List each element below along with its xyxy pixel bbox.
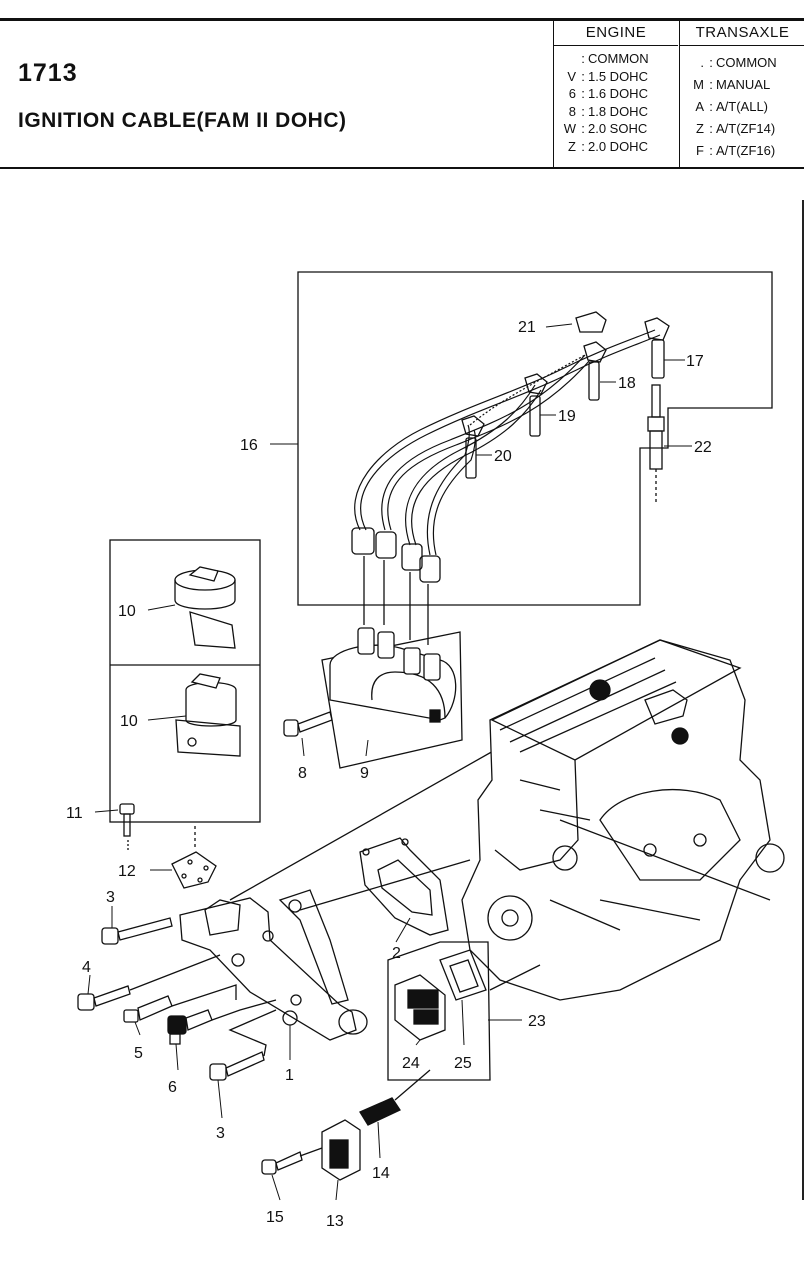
callout-14: 14 <box>372 1165 390 1182</box>
transaxle-legend: TRANSAXLE .:COMMON M:MANUAL A:A/T(ALL) Z… <box>679 21 804 167</box>
callout-6: 6 <box>168 1079 177 1096</box>
ignition-coil-9 <box>329 627 457 723</box>
callout-24: 24 <box>402 1055 420 1072</box>
transaxle-legend-heading: TRANSAXLE <box>680 21 804 46</box>
housing-bracket <box>278 889 349 1005</box>
coil-leader-lines <box>363 556 429 645</box>
cable-clip-21 <box>575 311 607 333</box>
bolt-11 <box>119 803 135 837</box>
spark-plug-22 <box>647 384 665 505</box>
callout-22: 22 <box>694 439 712 456</box>
temp-sensor-5 <box>123 995 173 1023</box>
callout-5: 5 <box>134 1045 143 1062</box>
callout-4: 4 <box>82 959 91 976</box>
plug-boot-18 <box>583 341 607 401</box>
page-title: IGNITION CABLE(FAM II DOHC) <box>18 109 347 132</box>
callout-10-lower: 10 <box>120 713 138 730</box>
engine-legend-heading: ENGINE <box>554 21 678 46</box>
callout-1: 1 <box>285 1067 294 1084</box>
transaxle-legend-row: M:MANUAL <box>693 77 771 92</box>
coil-outline <box>321 631 463 769</box>
transaxle-legend-row: Z:A/T(ZF14) <box>696 121 776 136</box>
callout-25: 25 <box>454 1055 472 1072</box>
callout-11: 11 <box>66 805 83 822</box>
ignition-cable-set <box>354 329 661 556</box>
transaxle-legend-row: F:A/T(ZF16) <box>696 143 776 158</box>
callout-20: 20 <box>494 448 512 465</box>
engine-legend-row: :COMMON <box>581 51 649 66</box>
callout-3-upper: 3 <box>106 889 115 906</box>
callout-16: 16 <box>240 437 258 454</box>
egr-frame <box>109 539 261 823</box>
engine-legend-row: W:2.0 SOHC <box>563 121 648 136</box>
bolt-3-upper <box>101 917 173 945</box>
bolt-4 <box>77 985 131 1011</box>
egr-valve-lower-10 <box>175 673 241 757</box>
callout-10-upper: 10 <box>118 603 136 620</box>
page-number: 1713 <box>18 59 78 87</box>
callout-3-lower: 3 <box>216 1125 225 1142</box>
plug-boot-17 <box>644 317 670 379</box>
engine-legend-row: 8:1.8 DOHC <box>568 103 648 119</box>
engine-legend: ENGINE :COMMON V:1.5 DOHC 6:1.6 DOHC 8:1… <box>553 21 678 167</box>
callout-18: 18 <box>618 375 636 392</box>
engine-legend-row: V:1.5 DOHC <box>567 68 648 84</box>
callout-23: 23 <box>528 1013 546 1030</box>
bracket-clip-14 <box>359 1097 401 1126</box>
sensor-13 <box>321 1119 361 1181</box>
module-seal-25 <box>439 949 487 1001</box>
bolt-15 <box>261 1151 303 1175</box>
callout-19: 19 <box>558 408 576 425</box>
module-frame-23 <box>387 941 491 1081</box>
callout-labels: 21 17 18 19 20 22 16 10 10 11 12 3 4 5 6… <box>66 319 712 1230</box>
control-module-24 <box>394 974 446 1041</box>
transaxle-legend-row: .:COMMON <box>700 55 777 70</box>
temp-sensor-6 <box>167 1009 213 1045</box>
leader-line-housing-engine <box>229 749 496 901</box>
egr-valve-upper-10 <box>174 566 236 649</box>
gasket-12 <box>171 851 217 889</box>
callout-2: 2 <box>392 945 401 962</box>
bolt-3-lower <box>209 1051 265 1081</box>
callout-8: 8 <box>298 765 307 782</box>
engine-legend-row: 6:1.6 DOHC <box>568 86 648 101</box>
page-header: 1713 IGNITION CABLE(FAM II DOHC) ENGINE … <box>0 18 804 169</box>
callout-9: 9 <box>360 765 369 782</box>
callout-17: 17 <box>686 353 704 370</box>
thermostat-housing-1 <box>179 897 368 1041</box>
callout-12: 12 <box>118 863 136 880</box>
callout-15: 15 <box>266 1209 284 1226</box>
engine-block <box>461 639 785 1001</box>
engine-legend-row: Z:2.0 DOHC <box>568 138 648 154</box>
callout-13: 13 <box>326 1213 344 1230</box>
cable-set-frame <box>297 271 773 606</box>
callout-leaders <box>87 323 692 1201</box>
coil-end-boots <box>351 527 441 583</box>
page-edge-rule <box>802 200 804 1200</box>
transaxle-legend-row: A:A/T(ALL) <box>695 99 769 114</box>
plug-boot-20 <box>461 415 485 479</box>
gasket-2 <box>359 837 449 936</box>
plug-boot-19 <box>524 373 548 437</box>
callout-21: 21 <box>518 319 536 336</box>
bolt-8 <box>283 711 333 737</box>
